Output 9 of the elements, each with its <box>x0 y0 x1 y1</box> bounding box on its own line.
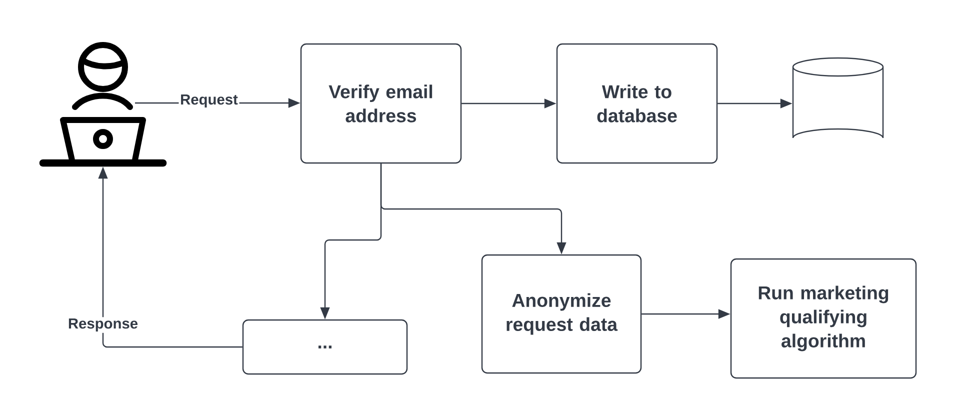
edge-label: Request <box>178 93 240 109</box>
process-box: Write to database <box>556 43 718 164</box>
process-box: Verify email address <box>300 43 462 164</box>
process-box: Run marketing qualifying algorithm <box>730 258 917 379</box>
person-at-laptop-drawing <box>39 42 167 167</box>
process-box: ... <box>242 319 408 375</box>
process-box: Anonymize request data <box>481 254 642 374</box>
database-cylinder <box>792 57 884 139</box>
edge-label: Response <box>66 317 140 333</box>
